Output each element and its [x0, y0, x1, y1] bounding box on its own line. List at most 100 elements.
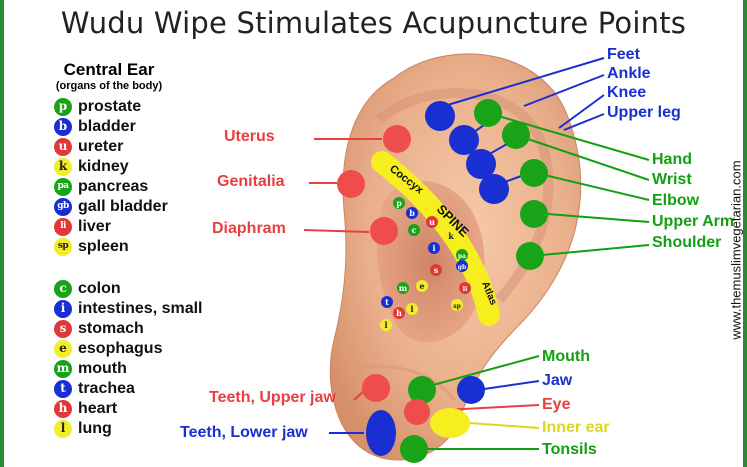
uterus-point	[383, 125, 411, 153]
elbow-label: Elbow	[652, 192, 699, 210]
legend-badge: m	[54, 360, 72, 378]
legend-badge: li	[54, 218, 72, 236]
teeth-lower-point	[366, 410, 396, 456]
upper-arm-point	[520, 200, 548, 228]
legend-label: spleen	[78, 238, 129, 256]
teeth-upper-point	[362, 374, 390, 402]
svg-text:gb: gb	[458, 264, 466, 271]
diaphram-point	[370, 217, 398, 245]
svg-text:s: s	[434, 265, 439, 275]
legend-badge: t	[54, 380, 72, 398]
mouth-label: Mouth	[542, 348, 590, 366]
legend-badge: b	[54, 118, 72, 136]
legend-item: mmouth	[54, 360, 127, 378]
legend-badge: gb	[54, 198, 72, 216]
legend-label: trachea	[78, 380, 135, 398]
legend-badge: sp	[54, 238, 72, 256]
legend-item: s stomach	[54, 320, 144, 338]
ankle-label: Ankle	[607, 65, 651, 83]
legend-item: sp spleen	[54, 238, 129, 256]
diaphram-label: Diaphram	[212, 220, 286, 238]
svg-text:sp: sp	[453, 303, 461, 310]
legend-item: e esophagus	[54, 340, 162, 358]
legend-label: bladder	[78, 118, 136, 136]
inner-ear-label: Inner ear	[542, 419, 610, 437]
svg-text:u: u	[429, 217, 435, 227]
svg-text:h: h	[396, 308, 402, 318]
svg-text:e: e	[419, 281, 424, 291]
mouth-point	[408, 376, 436, 404]
tonsils-label: Tonsils	[542, 441, 597, 459]
diagram-canvas: Wudu Wipe Stimulates Acupuncture Points	[4, 0, 743, 467]
legend-badge: c	[54, 280, 72, 298]
legend-item: b bladder	[54, 118, 136, 136]
legend-item: i intestines, small	[54, 300, 203, 318]
svg-text:k: k	[448, 231, 454, 241]
jaw-label: Jaw	[542, 372, 572, 390]
feet-label: Feet	[607, 46, 640, 64]
wrist-label: Wrist	[652, 171, 692, 189]
legend-label: esophagus	[78, 340, 162, 358]
elbow-point	[520, 159, 548, 187]
svg-text:pa: pa	[458, 253, 466, 260]
legend-label: kidney	[78, 158, 129, 176]
legend-label: colon	[78, 280, 121, 298]
legend-label: prostate	[78, 98, 141, 116]
legend-item: t trachea	[54, 380, 135, 398]
svg-text:l: l	[410, 304, 413, 314]
inner-ear-point	[430, 408, 470, 438]
wrist-point	[502, 121, 530, 149]
legend-label: liver	[78, 218, 111, 236]
svg-text:li: li	[463, 286, 468, 293]
eye-label: Eye	[542, 396, 570, 414]
legend-badge: k	[54, 158, 72, 176]
genitalia-point	[337, 170, 365, 198]
svg-text:i: i	[432, 243, 435, 253]
teeth-lower-label: Teeth, Lower jaw	[180, 424, 308, 442]
watermark-url: www.themuslimvegetarian.com	[729, 160, 744, 339]
shoulder-label: Shoulder	[652, 234, 721, 252]
legend-item: gb gall bladder	[54, 198, 168, 216]
legend-label: pancreas	[78, 178, 148, 196]
legend-subheading: (organs of the body)	[34, 80, 184, 92]
upper-leg-point	[479, 174, 509, 204]
svg-text:p: p	[396, 198, 402, 208]
teeth-upper-label: Teeth, Upper jaw	[209, 389, 336, 407]
svg-text:b: b	[409, 208, 415, 218]
svg-text:t: t	[385, 297, 389, 307]
uterus-label: Uterus	[224, 128, 275, 146]
legend-badge: pa	[54, 178, 72, 196]
tonsils-point	[400, 435, 428, 463]
genitalia-label: Genitalia	[217, 173, 285, 191]
legend-label: intestines, small	[78, 300, 203, 318]
upper-leg-label: Upper leg	[607, 104, 681, 122]
legend-badge: i	[54, 300, 72, 318]
feet-point	[425, 101, 455, 131]
jaw-point	[457, 376, 485, 404]
legend-badge: h	[54, 400, 72, 418]
upper-arm-label: Upper Arm	[652, 213, 734, 231]
svg-text:c: c	[412, 225, 417, 235]
legend-badge: s	[54, 320, 72, 338]
legend-label: gall bladder	[78, 198, 168, 216]
eye-point	[404, 399, 430, 425]
legend-label: lung	[78, 420, 112, 438]
hand-point	[474, 99, 502, 127]
legend-item: p prostate	[54, 98, 141, 116]
legend-label: stomach	[78, 320, 144, 338]
svg-text:l: l	[384, 320, 387, 330]
legend-badge: p	[54, 98, 72, 116]
legend-label: mouth	[78, 360, 127, 378]
svg-text:m: m	[399, 283, 408, 293]
shoulder-point	[516, 242, 544, 270]
legend-item: kkidney	[54, 158, 129, 176]
legend-label: ureter	[78, 138, 123, 156]
knee-label: Knee	[607, 84, 646, 102]
legend-label: heart	[78, 400, 117, 418]
legend-badge: e	[54, 340, 72, 358]
legend-badge: u	[54, 138, 72, 156]
